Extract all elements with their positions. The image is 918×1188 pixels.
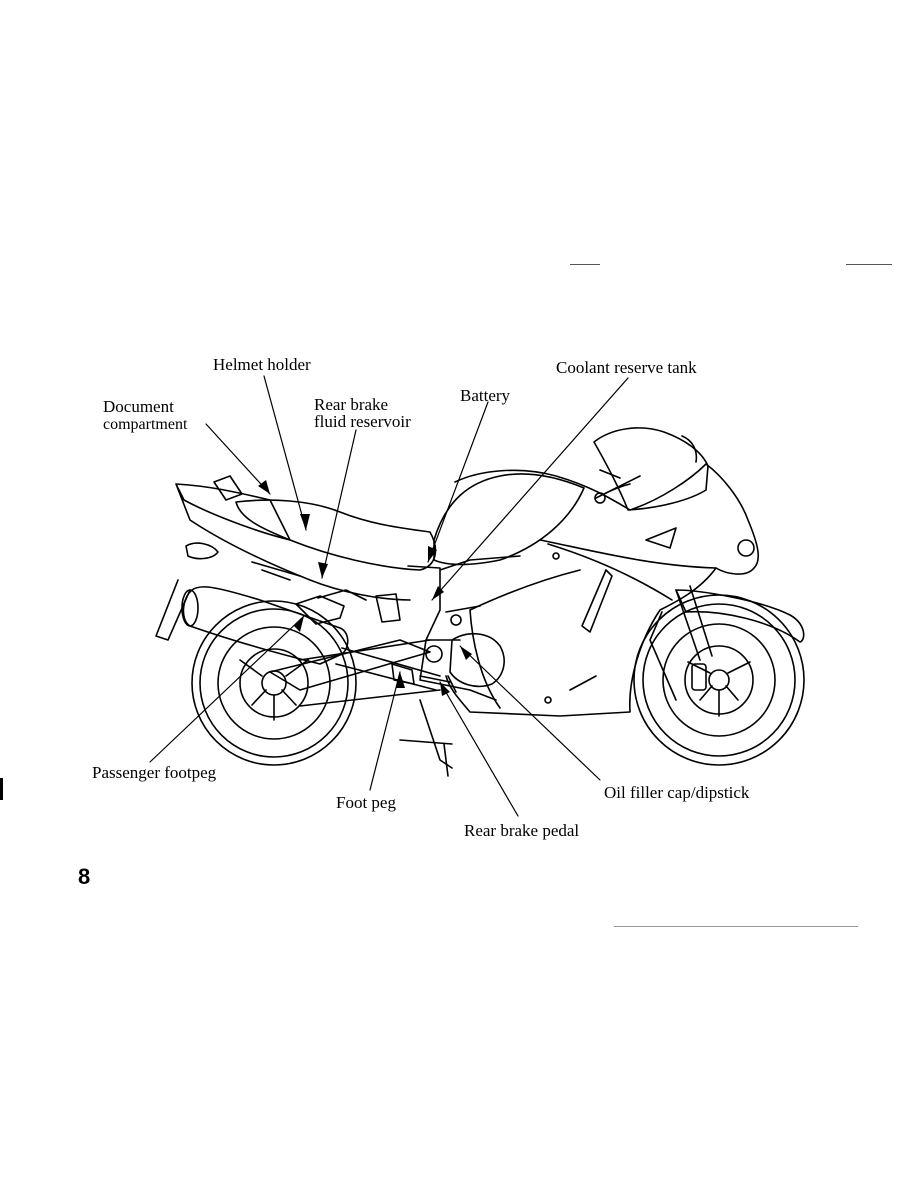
front-wheel-illustration (633, 594, 805, 766)
fairing-bolt-1 (552, 552, 560, 560)
exhaust-muffler (182, 586, 349, 665)
arrowheads (258, 480, 472, 696)
exhaust-tip (181, 589, 199, 627)
rear-reservoir (375, 593, 401, 623)
header-rule-right (846, 264, 892, 265)
fuel-tank (433, 473, 585, 566)
brake-pedal-shape (419, 675, 457, 693)
chain (299, 639, 441, 707)
arrow-battery (428, 546, 437, 562)
frame-bolt (450, 614, 462, 626)
arrow-document (258, 480, 270, 494)
margin-mark (0, 778, 3, 800)
fairing-inner (469, 539, 717, 709)
label-oil-filler-cap: Oil filler cap/dipstick (604, 783, 750, 802)
leader-battery (427, 401, 489, 563)
leader-lines (149, 375, 629, 817)
tail-vent (213, 475, 301, 581)
frame (407, 555, 521, 701)
exhaust-pipe (335, 647, 441, 691)
side-stand (399, 699, 453, 777)
license-bracket (155, 579, 191, 641)
rear-wheel-illustration (191, 600, 357, 766)
arrow-helmet-holder (300, 514, 310, 530)
arrow-coolant (432, 586, 444, 600)
page-number: 8 (78, 864, 91, 889)
seat (235, 499, 437, 571)
bar-end (594, 492, 606, 504)
footer-rule (614, 926, 858, 927)
leader-rear-brake-pedal (439, 681, 519, 817)
label-battery: Battery (460, 386, 511, 405)
leader-passenger-footpeg (149, 615, 305, 763)
arrow-foot-peg (396, 672, 405, 688)
header-rule-left (570, 264, 600, 265)
leader-helmet-holder (263, 375, 307, 531)
tail-light (185, 542, 219, 560)
engine (449, 633, 505, 688)
leader-coolant-tank (431, 377, 629, 601)
label-rear-brake-pedal: Rear brake pedal (464, 821, 580, 840)
leader-oil-filler (459, 645, 601, 781)
passenger-peg-bracket (295, 589, 367, 625)
label-coolant-reserve-tank: Coolant reserve tank (556, 358, 697, 377)
front-fork (649, 585, 713, 701)
label-document: Document (103, 397, 174, 416)
arrow-reservoir (318, 562, 328, 578)
indicator (737, 539, 755, 557)
leader-document-compartment (205, 423, 271, 495)
arrow-oil-filler (460, 646, 472, 660)
foot-peg-shape (391, 663, 415, 685)
label-fluid-reservoir: fluid reservoir (314, 412, 411, 431)
fairing-slot (569, 569, 613, 691)
front-fender (675, 589, 805, 643)
frame-pivot (425, 645, 443, 663)
arrow-passenger-footpeg (294, 616, 304, 632)
arrow-brake-pedal (440, 682, 450, 696)
fairing-outline (445, 463, 760, 717)
label-passenger-footpeg: Passenger footpeg (92, 763, 217, 782)
label-helmet-holder: Helmet holder (213, 355, 311, 374)
leader-foot-peg (369, 671, 401, 791)
rear-cowl (175, 483, 411, 601)
label-rear-brake: Rear brake (314, 395, 389, 414)
label-foot-peg: Foot peg (336, 793, 396, 812)
leader-rear-brake-reservoir (321, 429, 357, 579)
windscreen (593, 427, 709, 511)
label-compartment: compartment (103, 416, 188, 433)
headlight-vent (599, 435, 698, 549)
fairing-bolt-2 (544, 696, 552, 704)
